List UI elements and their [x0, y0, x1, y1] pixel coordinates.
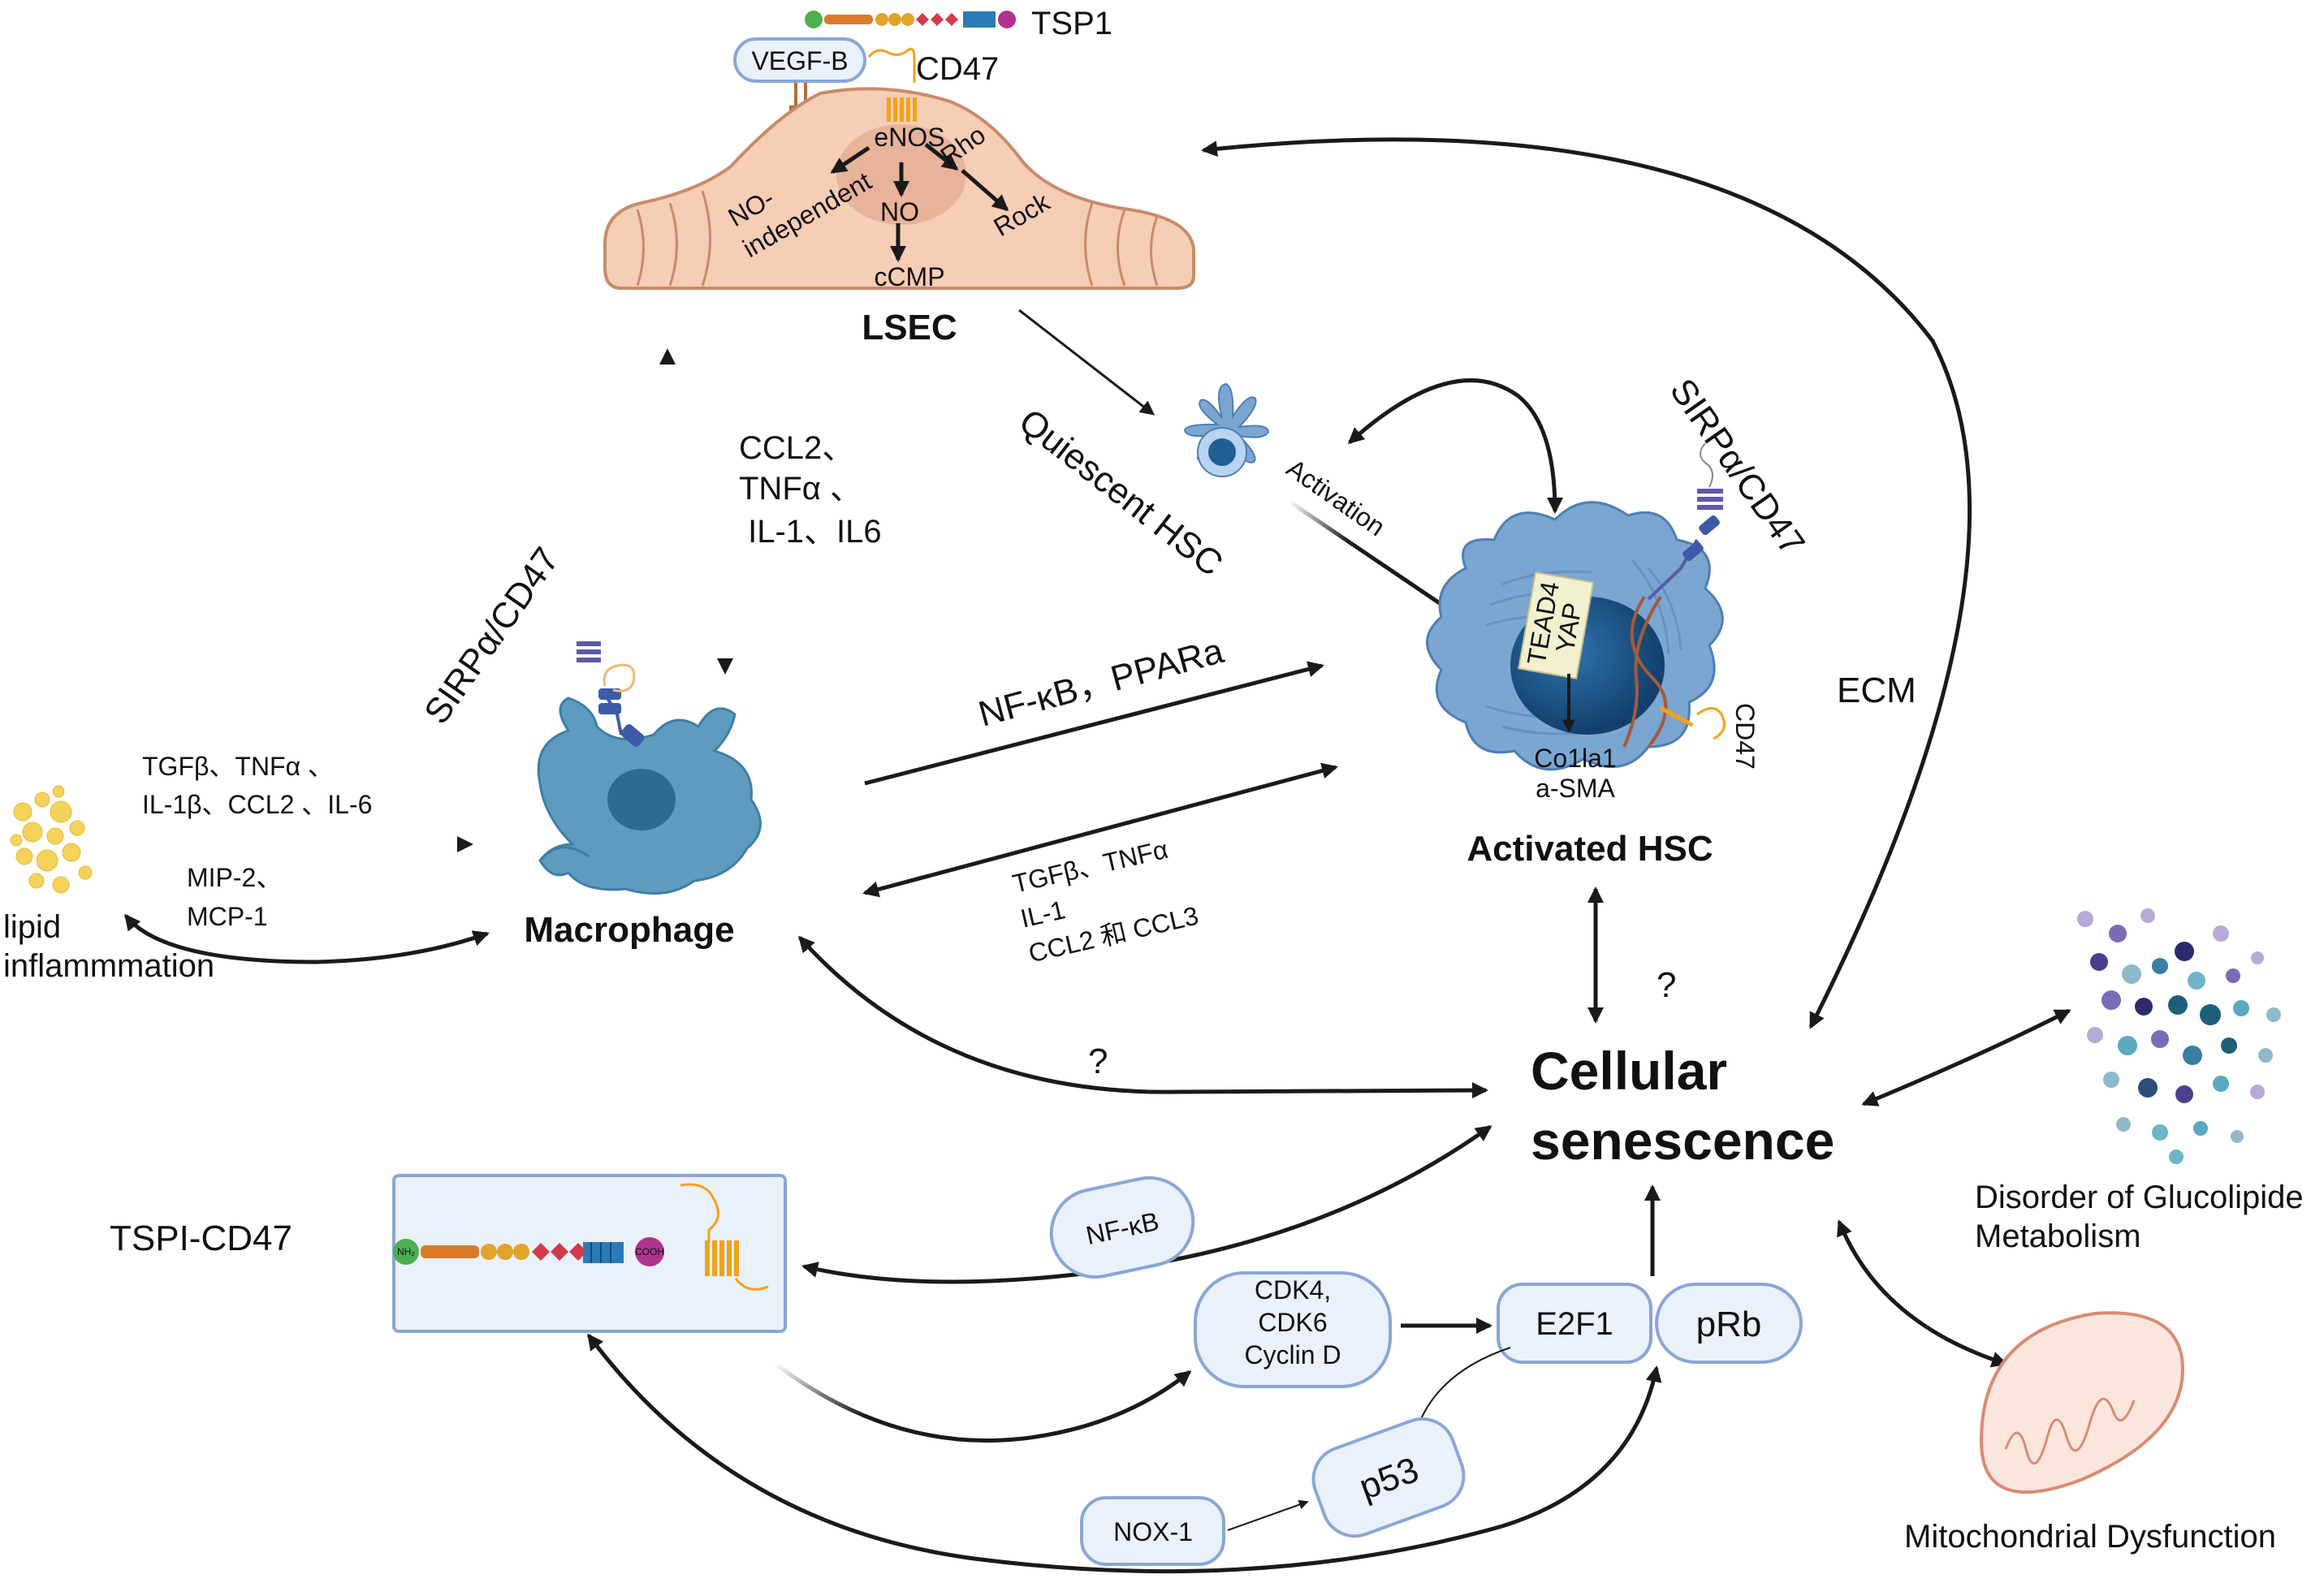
quiescent-hsc-cell [1183, 382, 1270, 477]
lipid-label-1: lipid [3, 909, 61, 945]
hsc-cd47-label: CD47 [1730, 703, 1760, 770]
macrophage-hsc-double-arrow [862, 762, 1338, 898]
cytokine-label-tnfa: TNFα 、 [739, 471, 862, 507]
glucolipide-particles-icon [2077, 908, 2281, 1164]
macrophage-sirpa-cd47-label: SIRPα/CD47 [417, 541, 567, 731]
p53-node: p53 [1311, 1417, 1466, 1538]
glucolipide-label-1: Disorder of Glucolipide [1975, 1180, 2304, 1215]
mitochondrion-icon [1979, 1311, 2185, 1495]
nfkb-node: NF-κB [1049, 1175, 1195, 1279]
lipid-macrophage-double-arrow [124, 913, 490, 964]
hsc-cytokine-label-1: TGFβ、TNFα [1009, 835, 1170, 899]
tspi-to-cdk-arrow [774, 1362, 1192, 1443]
hsc-cd47-tail-icon [1696, 707, 1726, 740]
vegf-b-label: VEGF-B [751, 46, 848, 75]
cd47-membrane-icon [887, 97, 917, 122]
co1la1-label: Co1la1 [1534, 744, 1616, 773]
lipid-input-label-2: IL-1β、CCL2 、IL-6 [142, 790, 372, 819]
nox1-node [1080, 1496, 1225, 1566]
senescence-title-2: senescence [1531, 1111, 1834, 1171]
macrophage-sirpa-receptor-icon [577, 641, 645, 747]
ecm-label: ECM [1837, 671, 1916, 710]
cd47-label-lsec: CD47 [916, 51, 999, 87]
tsp1-chain-icon [805, 11, 1016, 28]
lsec-signaling-arrows [830, 143, 1009, 262]
enos-label: eNOS [874, 123, 944, 152]
hsc-to-macrophage-labels: TGFβ、TNFα IL-1 CCL2 和 CCL3 [1009, 835, 1201, 968]
lipid-label-2: inflammmation [3, 948, 214, 984]
asma-label: a-SMA [1536, 774, 1615, 803]
nfkb-ppar-label: NF-κB，PPARa [974, 631, 1228, 735]
nh2-label: NH₂ [397, 1246, 415, 1257]
lsec-membrane-ridges [636, 190, 1159, 287]
glucolipide-label-2: Metabolism [1975, 1219, 2141, 1254]
cdk-label-2: CDK6 [1258, 1308, 1327, 1337]
vegf-b-badge [733, 37, 866, 83]
hsc-sirpa-cd47-label: SIRPα/CD47 [1662, 372, 1812, 563]
cd47-box-icon [680, 1183, 769, 1291]
senescence-mito-arrow [1837, 1219, 2008, 1368]
cdk-label-1: CDK4, [1255, 1275, 1331, 1305]
activated-hsc-title: Activated HSC [1467, 829, 1713, 869]
mito-label: Mitochondrial Dysfunction [1904, 1519, 2276, 1555]
ecm-double-arrow [1201, 137, 1972, 1029]
cd47-receptor-icon [867, 47, 916, 83]
cooh-label: COOH [635, 1246, 664, 1257]
question-mark-2: ? [1657, 965, 1676, 1005]
macrophage-title: Macrophage [524, 910, 734, 950]
lsec-title: LSEC [862, 308, 957, 347]
tsp1-chain-box-icon: NH₂ COOH [393, 1237, 664, 1266]
hsc-cytokine-label-2: IL-1 [1017, 895, 1068, 933]
tsp1-label: TSP1 [1031, 6, 1112, 41]
tspi-prb-long-arrow [586, 1333, 1662, 1574]
lipid-output-label-1: MIP-2、 [187, 863, 282, 892]
cytokine-label-il: IL-1、IL6 [739, 514, 882, 550]
quiescent-activated-curve-arrow [1347, 378, 1563, 514]
senescence-glucolipide-arrow [1861, 1008, 2071, 1106]
macrophage-cell [537, 697, 762, 895]
e2f1-to-p53-arrow [1415, 1347, 1511, 1430]
senescence-title-1: Cellular [1531, 1041, 1727, 1101]
prb-label: pRb [1696, 1305, 1762, 1344]
lipid-droplets-icon [10, 785, 93, 894]
question-mark-1: ? [1088, 1042, 1108, 1081]
lsec-to-quiescent-arrow [1018, 308, 1156, 416]
lipid-input-label-1: TGFβ、TNFα 、 [142, 752, 334, 781]
e2f1-label: E2F1 [1536, 1306, 1613, 1342]
nox1-to-p53-arrow [1227, 1499, 1309, 1531]
no-label: NO [880, 197, 919, 226]
prb-node [1655, 1283, 1803, 1364]
cytokine-label-ccl2: CCL2、 [739, 430, 854, 466]
cdk-label-3: Cyclin D [1244, 1340, 1341, 1369]
ccmp-label: cCMP [874, 262, 944, 291]
tspi-cd47-label: TSPI-CD47 [110, 1219, 292, 1258]
macrophage-senescence-arrow [797, 935, 1488, 1099]
activation-label: Activation [1281, 453, 1390, 541]
nox1-label: NOX-1 [1113, 1517, 1193, 1546]
lipid-output-label-2: MCP-1 [187, 902, 268, 931]
lsec-cell: TSP1 VEGF-B CD47 [603, 6, 1195, 347]
